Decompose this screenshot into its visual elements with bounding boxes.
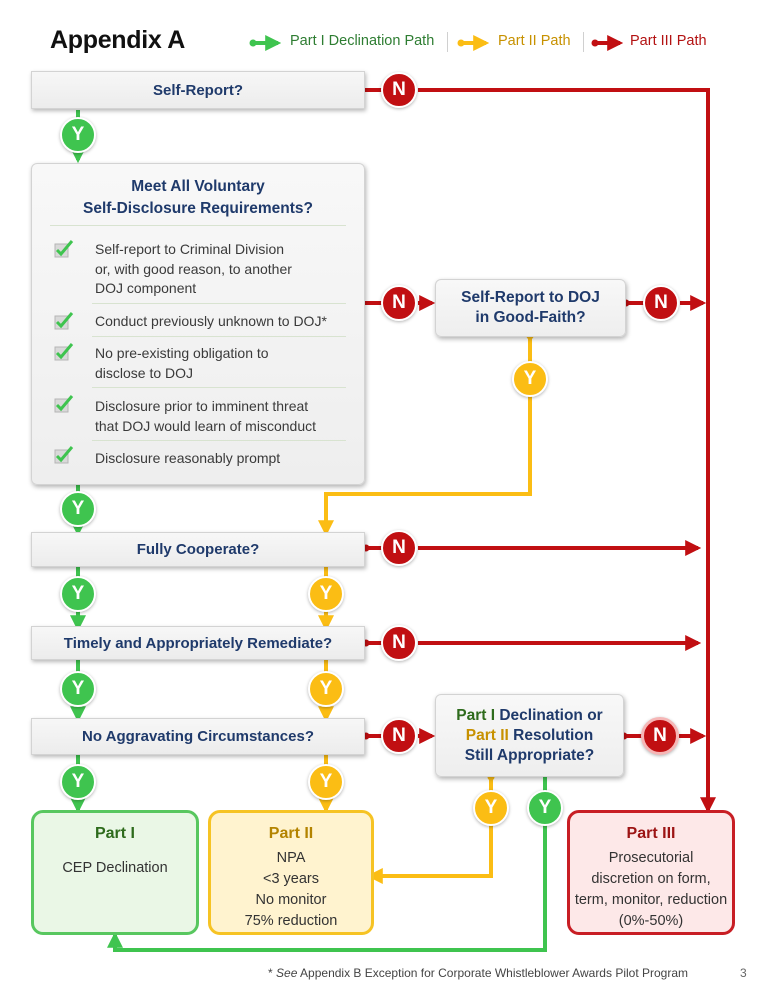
legend-divider <box>583 32 584 52</box>
aggravating-label: No Aggravating Circumstances? <box>82 728 314 745</box>
legend-part2-label: Part II Path <box>498 33 571 49</box>
requirement-line: Conduct previously unknown to DOJ* <box>95 313 327 329</box>
requirement-line: DOJ component <box>95 280 197 296</box>
part3-outcome-title: Part III <box>626 825 676 842</box>
legend-arrow-yellow <box>457 35 490 51</box>
legend-arrow-red <box>591 35 624 51</box>
still-appropriate-question: Part I Declination or Part II Resolution… <box>435 694 624 777</box>
footnote-text: Appendix B Exception for Corporate Whist… <box>300 966 689 980</box>
requirement-item: Self-report to Criminal Division or, wit… <box>95 240 292 299</box>
requirement-line: Self-report to Criminal Division <box>95 241 285 257</box>
no-badge-red: N <box>381 285 417 321</box>
yes-badge-green: Y <box>60 491 96 527</box>
still-appropriate-line: Part I Declination or <box>456 706 602 726</box>
legend-part3-label: Part III Path <box>630 33 707 49</box>
green-path <box>70 110 547 952</box>
vsd-requirements-box: Meet All Voluntary Self-Disclosure Requi… <box>31 163 365 485</box>
part3-outcome-line: Prosecutorial <box>608 850 694 866</box>
yes-badge-green: Y <box>527 790 563 826</box>
yellow-path <box>318 332 534 884</box>
yes-badge-yellow: Y <box>473 790 509 826</box>
remediate-label: Timely and Appropriately Remediate? <box>63 634 333 652</box>
no-badge-red: N <box>381 625 417 661</box>
part2-outcome-title: Part II <box>268 825 314 842</box>
part2-outcome-box: Part II NPA <3 years No monitor 75% redu… <box>208 810 374 935</box>
cooperate-label: Fully Cooperate? <box>136 541 260 558</box>
part2-outcome-line: NPA <box>276 850 306 866</box>
yes-badge-yellow: Y <box>512 361 548 397</box>
part2-outcome-line: No monitor <box>255 892 327 908</box>
part2-ref: Part II <box>465 726 509 744</box>
page-title: Appendix A <box>50 26 185 54</box>
cooperate-question: Fully Cooperate? <box>31 532 365 567</box>
checkbox-checked-icon <box>54 343 74 361</box>
vsd-title-line: Meet All Voluntary <box>131 178 265 195</box>
requirement-line: Disclosure reasonably prompt <box>95 450 281 466</box>
still-appropriate-line: Still Appropriate? <box>464 746 595 764</box>
part2-outcome-line: <3 years <box>262 871 320 887</box>
part1-outcome-title: Part I <box>94 825 135 842</box>
remediate-question: Timely and Appropriately Remediate? <box>31 626 365 660</box>
footnote: * See Appendix B Exception for Corporate… <box>268 966 688 980</box>
part2-outcome-line: 75% reduction <box>244 913 338 929</box>
requirement-line: Disclosure prior to imminent threat <box>95 398 309 414</box>
divider <box>92 440 346 441</box>
legend-divider <box>447 32 448 52</box>
checkbox-checked-icon <box>54 395 74 413</box>
resolution-text: Resolution <box>513 726 594 744</box>
requirement-item: Disclosure reasonably prompt <box>95 449 280 469</box>
requirement-item: Conduct previously unknown to DOJ* <box>95 312 327 332</box>
part1-outcome-box: Part I CEP Declination <box>31 810 199 935</box>
requirement-line: or, with good reason, to another <box>95 260 292 277</box>
yes-badge-yellow: Y <box>308 764 344 800</box>
yes-badge-green: Y <box>60 671 96 707</box>
vsd-title-line: Self-Disclosure Requirements? <box>83 200 313 217</box>
requirement-line: No pre-existing obligation to <box>95 345 269 361</box>
requirement-item: Disclosure prior to imminent threat that… <box>95 397 316 436</box>
yes-badge-green: Y <box>60 576 96 612</box>
no-badge-red: N <box>641 717 679 755</box>
part1-ref: Part I <box>456 706 496 724</box>
no-badge-red: N <box>381 718 417 754</box>
divider <box>92 387 346 388</box>
legend-arrow-green <box>249 35 282 51</box>
self-report-question: Self-Report? <box>31 71 365 109</box>
self-report-label: Self-Report? <box>153 81 243 99</box>
part3-outcome-box: Part III Prosecutorial discretion on for… <box>567 810 735 935</box>
aggravating-question: No Aggravating Circumstances? <box>31 718 365 755</box>
part1-outcome-line: CEP Declination <box>62 860 168 876</box>
footnote-see: See <box>276 966 298 980</box>
part3-outcome-line: (0%-50%) <box>618 913 684 929</box>
checkbox-checked-icon <box>54 312 74 330</box>
vsd-title: Meet All Voluntary Self-Disclosure Requi… <box>32 176 364 220</box>
divider <box>92 303 346 304</box>
part3-outcome-line: discretion on form, <box>591 871 711 887</box>
page-number: 3 <box>740 966 747 980</box>
yes-badge-yellow: Y <box>308 576 344 612</box>
still-appropriate-line: Part II Resolution <box>456 726 602 746</box>
checkbox-checked-icon <box>54 446 74 464</box>
yes-badge-green: Y <box>60 117 96 153</box>
yes-badge-green: Y <box>60 764 96 800</box>
requirement-line: disclose to DOJ <box>95 364 194 381</box>
good-faith-line: Self-Report to DOJ <box>461 289 600 306</box>
no-badge-red: N <box>643 285 679 321</box>
divider <box>92 336 346 337</box>
no-badge-red: N <box>381 530 417 566</box>
footnote-marker: * <box>268 966 273 980</box>
good-faith-line: in Good-Faith? <box>475 309 586 326</box>
requirement-line: that DOJ would learn of misconduct <box>95 417 316 434</box>
good-faith-question: Self-Report to DOJ in Good-Faith? <box>435 279 626 337</box>
yes-badge-yellow: Y <box>308 671 344 707</box>
checkbox-checked-icon <box>54 240 74 258</box>
part3-outcome-line: term, monitor, reduction <box>574 892 728 908</box>
declination-text: Declination or <box>499 706 603 724</box>
legend-part1-label: Part I Declination Path <box>290 33 435 49</box>
divider <box>50 225 346 226</box>
requirement-item: No pre-existing obligation to disclose t… <box>95 344 269 383</box>
no-badge-red: N <box>381 72 417 108</box>
